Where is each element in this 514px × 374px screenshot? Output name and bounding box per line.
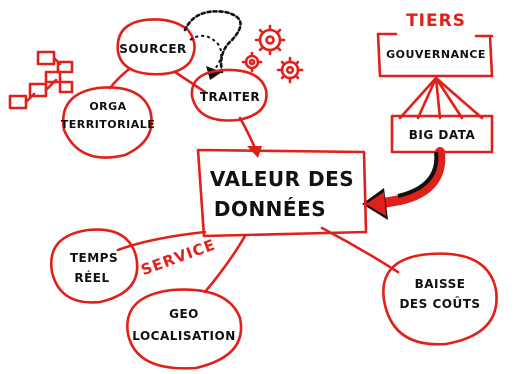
node-sourcer: SOURCER — [116, 18, 196, 76]
node-valeur-des-donnees: VALEUR DES DONNÉES — [196, 148, 368, 238]
building-blocks-icon — [8, 50, 74, 110]
node-tiers-gouvernance: TIERS GOUVERNANCE — [376, 11, 494, 120]
node-temps-reel: TEMPS RÉEL — [49, 228, 139, 304]
gear-icon — [241, 24, 304, 84]
tiers-label: TIERS — [406, 11, 466, 31]
geo-label-line2: LOCALISATION — [132, 329, 236, 343]
node-traiter: TRAITER — [190, 68, 268, 122]
orga-label-line2: TERRITORIALE — [61, 118, 156, 131]
gouvernance-label: GOUVERNANCE — [386, 48, 486, 61]
question-mark-icon — [183, 10, 242, 80]
valeur-label-line1: VALEUR DES — [210, 167, 354, 191]
big-arrow-icon — [362, 147, 446, 220]
baisse-label-line2: DES COÛTS — [399, 296, 480, 311]
sourcer-label: SOURCER — [119, 42, 187, 56]
temps-label-line1: TEMPS — [70, 251, 118, 265]
orga-label-line1: ORGA — [89, 100, 126, 113]
node-big-data: BIG DATA — [390, 114, 494, 154]
baisse-label-line1: BAISSE — [415, 277, 466, 291]
node-geo-localisation: GEO LOCALISATION — [126, 288, 243, 370]
node-orga-territoriale: ORGA TERRITORIALE — [61, 86, 156, 159]
service-label: SERVICE — [139, 235, 218, 279]
temps-label-line2: RÉEL — [74, 270, 109, 285]
geo-label-line1: GEO — [169, 307, 199, 321]
big-data-label: BIG DATA — [409, 128, 476, 142]
valeur-label-line2: DONNÉES — [214, 197, 326, 221]
node-baisse-des-couts: BAISSE DES COÛTS — [382, 252, 498, 346]
traiter-label: TRAITER — [200, 90, 260, 104]
